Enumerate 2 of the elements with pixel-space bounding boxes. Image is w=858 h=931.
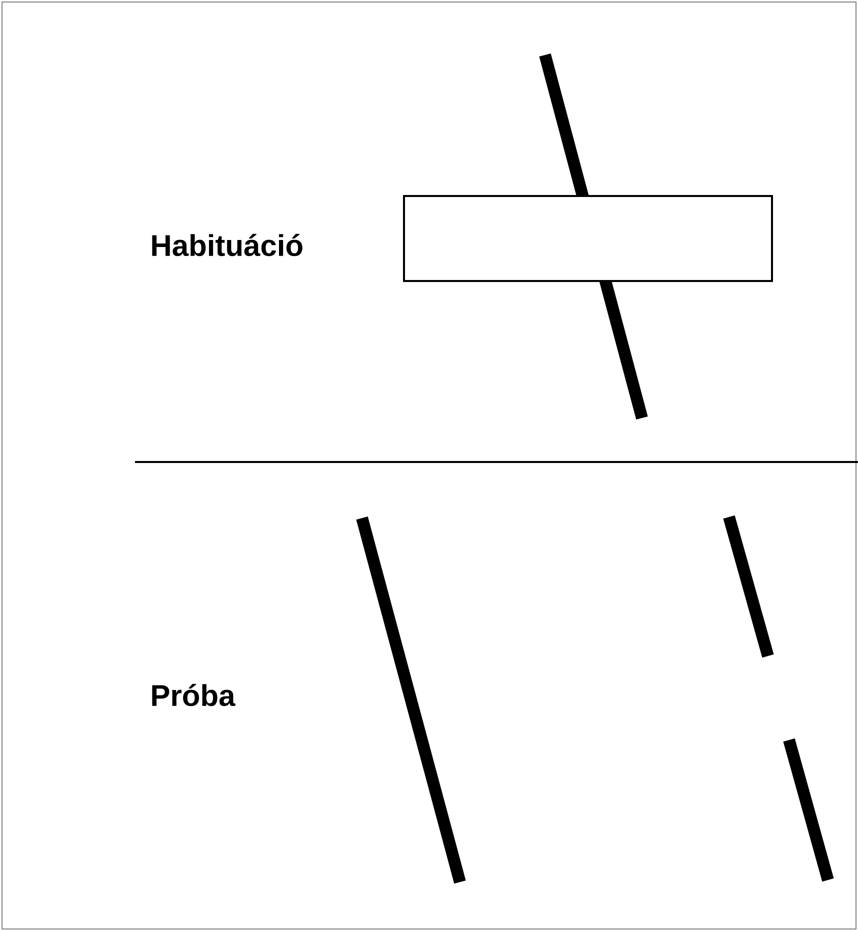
panel-label: Próba bbox=[152, 684, 236, 706]
panel-label: Habituáció bbox=[152, 234, 302, 256]
